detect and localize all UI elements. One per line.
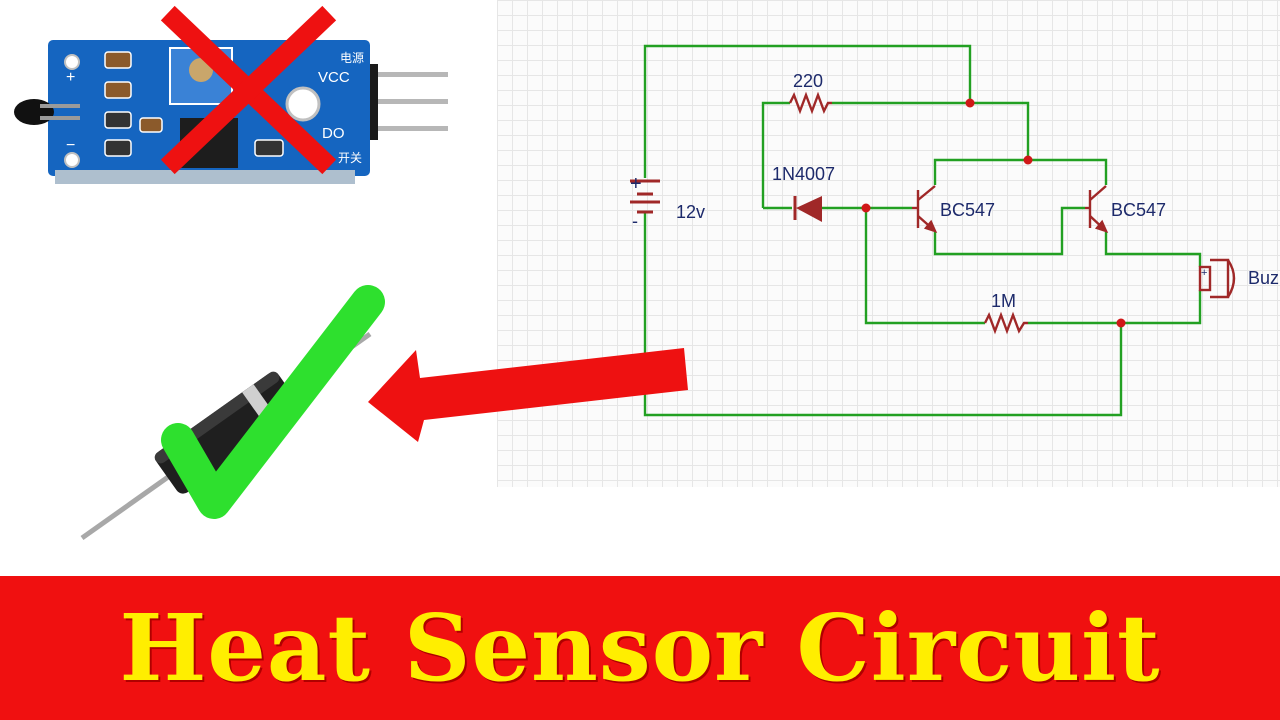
- plus-pad-label: +: [66, 69, 75, 86]
- power-cn-label: 电源: [340, 51, 364, 65]
- diode-component-image: [80, 285, 385, 541]
- wire-220-left: [761, 101, 790, 208]
- wire-buzzer-top: [1104, 232, 1202, 267]
- resistor-1m-symbol: [983, 311, 1028, 335]
- transistor-right-label: BC547: [1111, 200, 1166, 220]
- switch-cn-label: 开关: [338, 151, 362, 165]
- buzzer-plus-label: +: [1201, 267, 1207, 279]
- wire-darlington: [933, 206, 1085, 256]
- resistor-220-symbol: [788, 91, 832, 115]
- resistor-1m-label: 1M: [991, 291, 1016, 311]
- mounting-hole: [64, 152, 80, 168]
- wire-battery-positive: [643, 44, 972, 178]
- banner-title: Heat Sensor Circuit: [119, 594, 1161, 702]
- transistor-left-label: BC547: [940, 200, 995, 220]
- wire-1m-left: [864, 208, 985, 325]
- resistor-220-label: 220: [793, 71, 823, 91]
- smd-components: [104, 51, 284, 157]
- battery-minus-label: -: [632, 211, 638, 231]
- heat-sensor-module-image: VCC DO 电源 开关 + −: [14, 5, 448, 184]
- diode-symbol: [793, 196, 822, 222]
- do-pin-label: DO: [322, 125, 345, 142]
- mounting-hole: [64, 54, 80, 70]
- green-check-mark-icon: [161, 285, 385, 519]
- buzzer-symbol: [1198, 258, 1236, 299]
- wire-collector-rail: [933, 158, 1108, 185]
- battery-plus-label: +: [630, 173, 642, 195]
- wire-ground-return: [643, 212, 1123, 417]
- diode-label: 1N4007: [772, 164, 835, 184]
- vcc-pin-label: VCC: [318, 69, 350, 86]
- transistor-right-symbol: [1085, 185, 1109, 233]
- thermistor-probe: [14, 99, 80, 125]
- minus-pad-label: −: [66, 137, 75, 154]
- wire-1m-right: [1028, 290, 1202, 325]
- circuit-schematic: + - 12v 220 1N4007 BC547 BC547 1M + Buz: [630, 44, 1279, 417]
- transistor-left-symbol: [912, 185, 938, 233]
- junctions: [861, 98, 1126, 328]
- pcb-edge: [55, 170, 355, 184]
- battery-voltage-label: 12v: [676, 202, 705, 222]
- wire-220-right: [832, 101, 1030, 160]
- red-x-mark-icon: [160, 5, 337, 175]
- schematic-labels: + - 12v 220 1N4007 BC547 BC547 1M + Buz: [630, 71, 1279, 311]
- mounting-hole: [285, 86, 321, 122]
- title-banner: Heat Sensor Circuit: [0, 576, 1280, 720]
- schematic-grid: [497, 0, 1280, 487]
- buzzer-label: Buz: [1248, 268, 1279, 288]
- battery-symbol: [630, 179, 660, 214]
- red-left-arrow-icon: [368, 348, 688, 442]
- wires: [643, 44, 1202, 417]
